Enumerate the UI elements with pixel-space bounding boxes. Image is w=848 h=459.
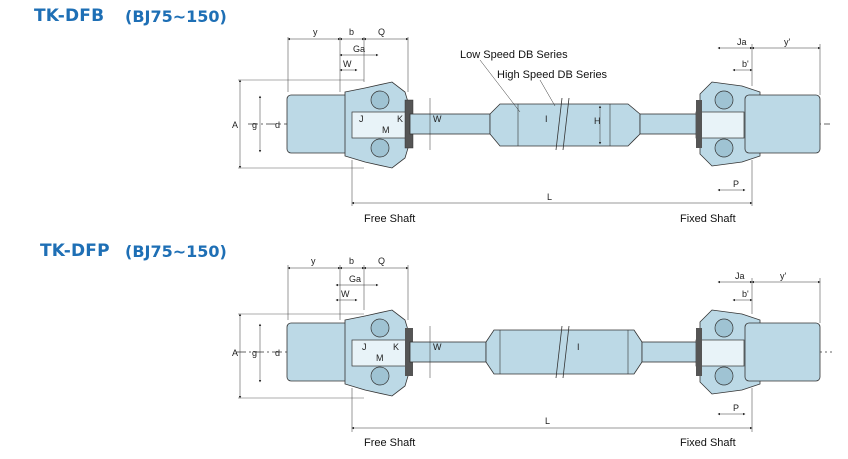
left-shaft-body (286, 94, 350, 154)
main-shaft (409, 113, 491, 135)
dfb-dim-j: J (359, 114, 364, 124)
main-shaft (409, 341, 487, 363)
drawing-dfp (236, 265, 832, 432)
high-speed-series-label: High Speed DB Series (497, 69, 608, 81)
dfp-dim-w2: W (433, 342, 442, 352)
dfb-dim-w: W (343, 59, 352, 69)
dfp-dim-d: d (275, 348, 280, 358)
dfb-dim-ja: Ja (737, 37, 747, 47)
dfb-dim-b-prime: b' (742, 59, 749, 69)
dfp-fixed-shaft-label: Fixed Shaft (680, 437, 736, 449)
dfp-dim-ga: Ga (349, 274, 361, 284)
low-speed-series-label: Low Speed DB Series (460, 49, 568, 61)
dfb-dim-b: b (349, 27, 354, 37)
dfb-dim-h: H (594, 116, 601, 126)
model-range-dfp: (BJ75~150) (125, 242, 227, 261)
dfp-dim-m: M (376, 353, 384, 363)
dfp-dim-a: A (232, 348, 238, 358)
dfb-dim-q: Q (378, 27, 385, 37)
dfb-dim-l: L (547, 192, 552, 202)
dfp-dim-k: K (393, 342, 399, 352)
right-shaft-body (744, 94, 821, 154)
dfb-dim-d: d (275, 120, 280, 130)
dfp-dim-b-prime: b' (742, 289, 749, 299)
dfp-dim-q: Q (378, 256, 385, 266)
dfp-dim-y: y (311, 256, 316, 266)
diagram-title-dfp: TK-DFP (40, 241, 110, 261)
dfb-dim-y-prime: y' (784, 37, 791, 47)
dfb-dim-g: g (252, 120, 257, 130)
dfp-dim-l: L (545, 416, 550, 426)
model-range-dfb: (BJ75~150) (125, 7, 227, 26)
dfb-fixed-shaft-label: Fixed Shaft (680, 213, 736, 225)
dfb-dim-i: I (545, 114, 548, 124)
dfp-dim-g: g (252, 348, 257, 358)
dfp-dim-i: I (577, 342, 580, 352)
dfb-dim-a: A (232, 120, 238, 130)
dfb-dim-p: P (733, 179, 739, 189)
dfb-dim-k: K (397, 114, 403, 124)
db-tube (489, 103, 641, 147)
dfp-dim-b: b (349, 256, 354, 266)
right-shaft-body (744, 322, 821, 382)
dfb-dim-y: y (313, 27, 318, 37)
dfp-free-shaft-label: Free Shaft (364, 437, 415, 449)
dfb-dim-ga: Ga (353, 44, 365, 54)
dfp-dim-j: J (362, 342, 367, 352)
diagram-title-dfb: TK-DFB (34, 6, 105, 26)
dfb-dim-m: M (382, 125, 390, 135)
dfb-free-shaft-label: Free Shaft (364, 213, 415, 225)
drawing-dfb (238, 37, 830, 206)
dfp-dim-y-prime: y' (780, 271, 787, 281)
left-shaft-body (286, 322, 350, 382)
dfp-dim-ja: Ja (735, 271, 745, 281)
dfb-dim-w2: W (433, 114, 442, 124)
dfp-dim-w: W (341, 289, 350, 299)
dfp-dim-p: P (733, 403, 739, 413)
